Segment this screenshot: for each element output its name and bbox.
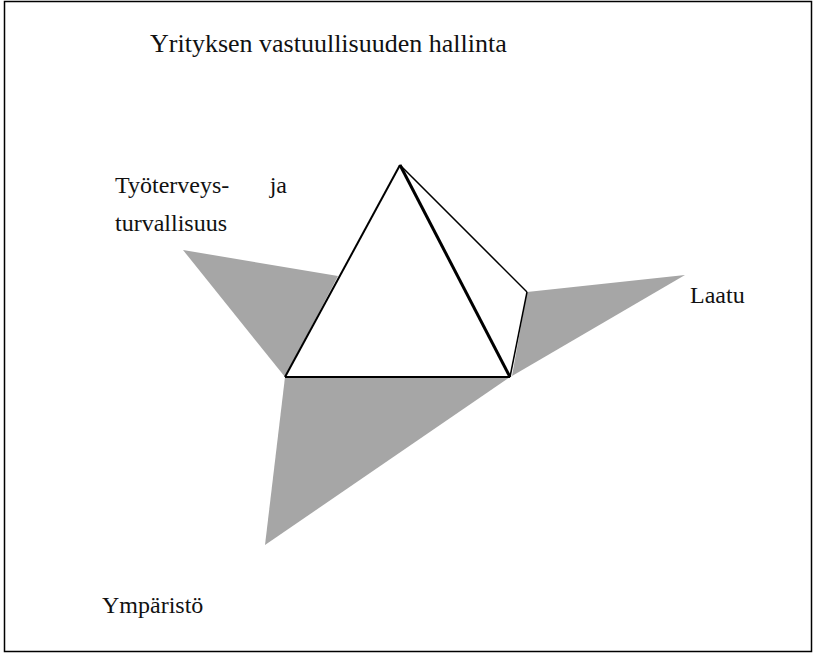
pyramid-edges: [285, 165, 527, 377]
pyramid-face: [400, 165, 527, 377]
diagram-title: Yrityksen vastuullisuuden hallinta: [150, 28, 507, 60]
aspect-label: Ympäristö: [102, 586, 203, 624]
pyramid-edge: [400, 165, 510, 377]
pyramid-edge: [400, 165, 527, 292]
pyramid-edge: [510, 292, 527, 377]
shadow-wing: [512, 275, 685, 376]
pyramid-edge: [285, 376, 510, 378]
shadow-wing: [265, 377, 510, 545]
aspect-label: Työterveys- ja turvallisuus: [115, 166, 287, 242]
frame-border: [5, 2, 812, 652]
aspect-label: Laatu: [690, 276, 745, 314]
pyramid-edge: [285, 165, 400, 377]
